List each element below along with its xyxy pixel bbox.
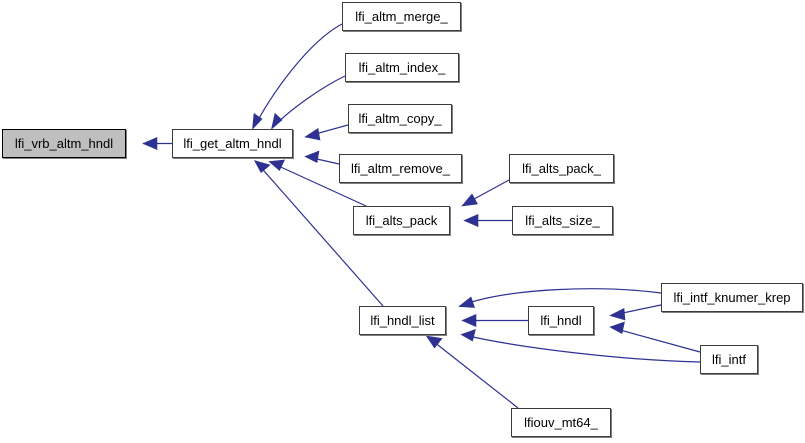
edge-lfi_intf-to-lfi_hndl_list: [460, 329, 701, 363]
node-lfi-get-altm-hndl[interactable]: lfi_get_altm_hndl: [172, 129, 293, 158]
edge-lfi_altm_remove_-to-lfi_get_altm_hndl: [304, 150, 340, 165]
node-label: lfi_alts_pack_: [522, 161, 601, 176]
node-lfi-altm-remove[interactable]: lfi_altm_remove_: [339, 154, 462, 183]
node-label: lfi_altm_remove_: [351, 161, 450, 176]
node-lfi-alts-pack-underscore[interactable]: lfi_alts_pack_: [509, 154, 614, 183]
node-label: lfi_altm_merge_: [355, 9, 448, 24]
edge-lfi_hndl-to-lfi_hndl_list: [461, 314, 528, 327]
edge-lfi_alts_pack-to-lfi_get_altm_hndl: [268, 159, 367, 207]
node-label: lfi_hndl_list: [370, 313, 435, 328]
node-label: lfi_intf: [712, 352, 746, 367]
edge-lfi_hndl_list-to-lfi_get_altm_hndl: [253, 160, 384, 307]
edge-lfi_altm_copy_-to-lfi_get_altm_hndl: [304, 124, 349, 141]
node-label: lfi_get_altm_hndl: [183, 136, 282, 151]
node-label: lfi_intf_knumer_krep: [673, 290, 791, 305]
node-lfi-vrb-altm-hndl[interactable]: lfi_vrb_altm_hndl: [2, 129, 126, 158]
node-label: lfi_altm_index_: [358, 60, 446, 75]
node-lfi-hndl[interactable]: lfi_hndl: [528, 306, 594, 335]
edge-lfi_altm_index_-to-lfi_get_altm_hndl: [271, 75, 346, 130]
node-label: lfi_hndl: [540, 313, 582, 328]
edge-lfi_intf-to-lfi_hndl: [609, 321, 701, 353]
node-lfi-alts-size[interactable]: lfi_alts_size_: [512, 206, 613, 235]
node-lfi-alts-pack[interactable]: lfi_alts_pack: [353, 206, 450, 235]
edge-lfiouv_mt64_-to-lfi_hndl_list: [425, 335, 519, 409]
edge-lfi_get_altm_hndl-to-lfi_vrb_altm_hndl: [142, 137, 172, 150]
node-lfiouv-mt64[interactable]: lfiouv_mt64_: [511, 408, 611, 437]
edge-lfi_altm_merge_-to-lfi_get_altm_hndl: [252, 23, 343, 130]
node-label: lfi_alts_pack: [365, 213, 438, 228]
edge-lfi_alts_pack_-to-lfi_alts_pack: [461, 179, 510, 207]
node-lfi-altm-merge[interactable]: lfi_altm_merge_: [342, 2, 461, 31]
node-lfi-hndl-list[interactable]: lfi_hndl_list: [359, 306, 446, 335]
node-label: lfi_alts_size_: [525, 213, 600, 228]
node-label: lfi_altm_copy_: [358, 111, 442, 126]
edge-lfi_intf_knumer_krep-to-lfi_hndl: [609, 304, 662, 321]
node-label: lfiouv_mt64_: [524, 415, 598, 430]
node-lfi-altm-index[interactable]: lfi_altm_index_: [345, 53, 459, 82]
node-label: lfi_vrb_altm_hndl: [14, 136, 114, 151]
node-lfi-altm-copy[interactable]: lfi_altm_copy_: [348, 104, 452, 133]
edge-lfi_intf_knumer_krep-to-lfi_hndl_list: [458, 288, 662, 308]
node-lfi-intf[interactable]: lfi_intf: [700, 345, 758, 374]
edge-lfi_alts_size_-to-lfi_alts_pack: [463, 214, 512, 227]
node-lfi-intf-knumer-krep[interactable]: lfi_intf_knumer_krep: [661, 283, 803, 312]
